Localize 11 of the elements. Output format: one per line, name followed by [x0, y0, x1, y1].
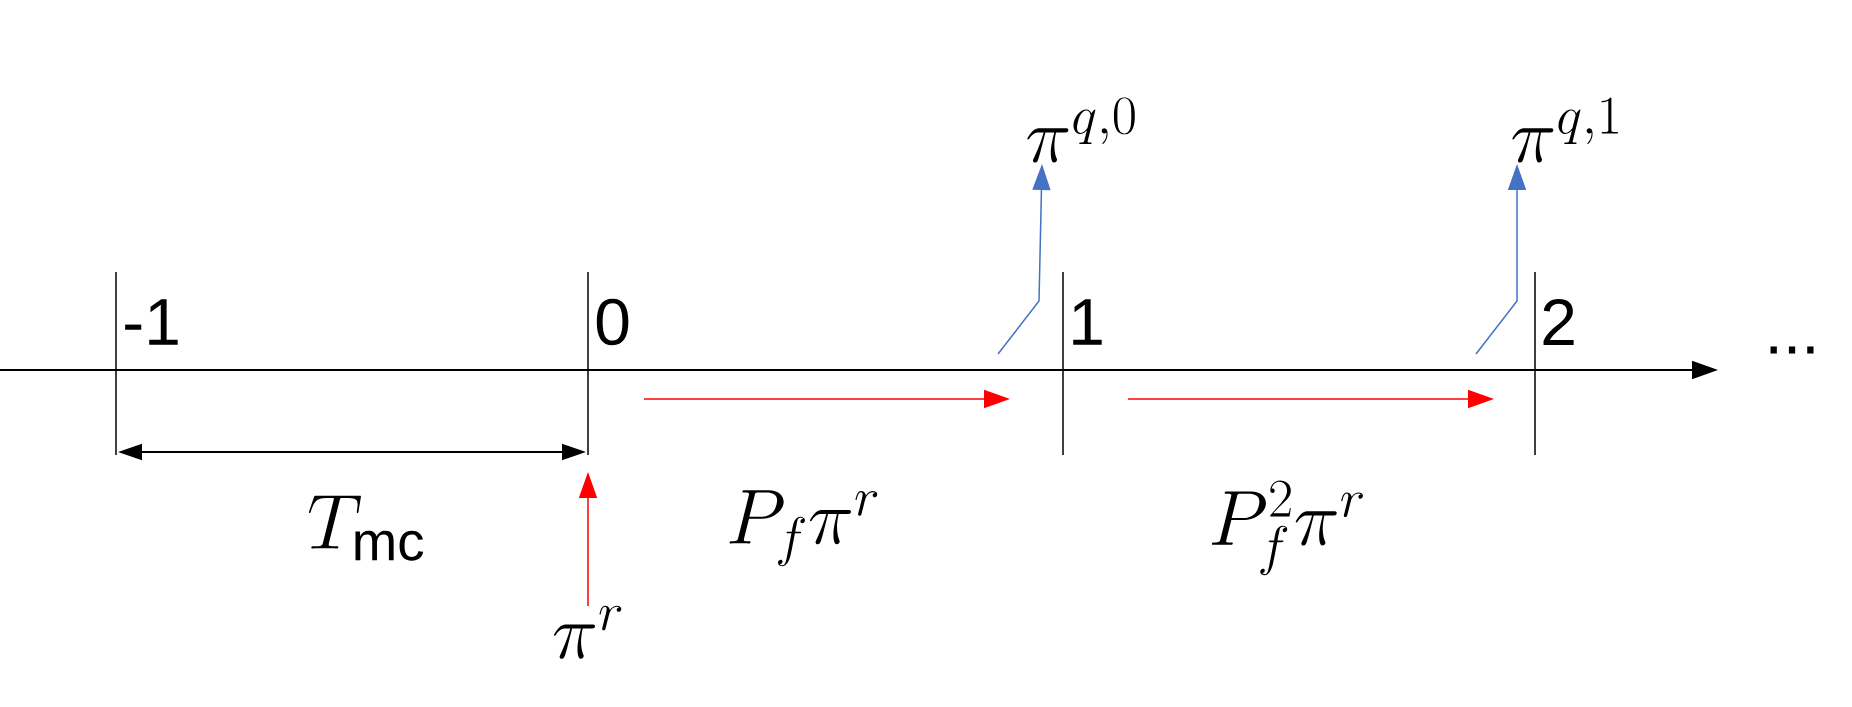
tick-label: 2	[1543, 298, 1574, 346]
tick-label: 1	[1073, 299, 1102, 345]
math-label: $T_{\mathrm{mc}}$	[308, 495, 424, 561]
math-label: $P_f \pi^r$	[729, 490, 878, 567]
tick-label: -1	[125, 299, 178, 345]
math-label: $\pi^r$	[553, 605, 622, 659]
math-label: $P_f^2 \pi^r$	[1211, 480, 1363, 576]
tick-label: 0	[596, 298, 629, 346]
math-label: $\pi^{q,1}$	[1512, 97, 1618, 163]
math-label: $\pi^{q,0}$	[1027, 97, 1135, 163]
ellipsis: ...	[1770, 346, 1814, 354]
